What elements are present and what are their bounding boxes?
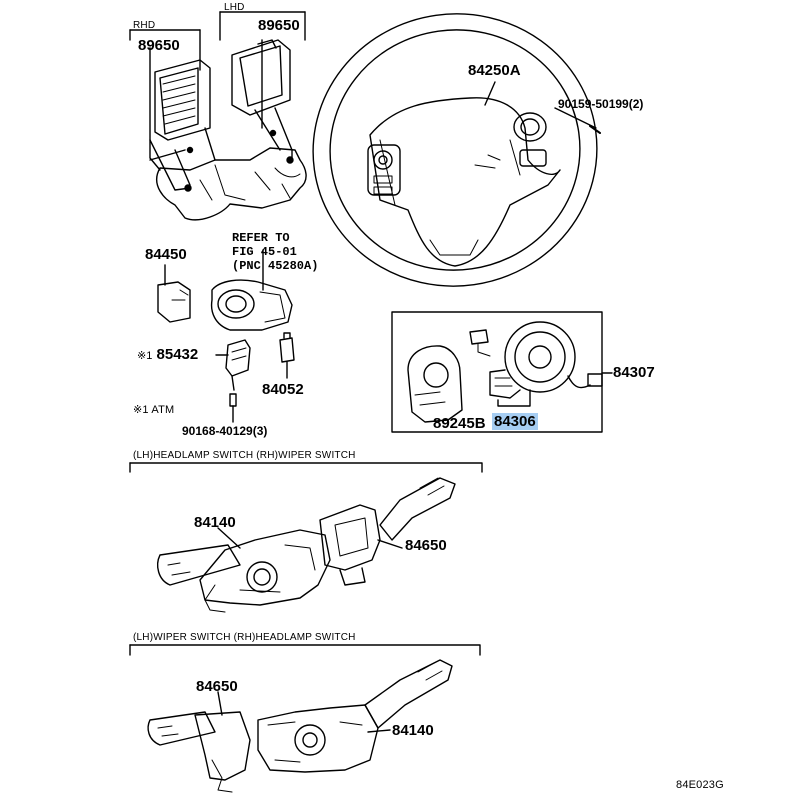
part-84307[interactable]: 84307 <box>613 364 655 381</box>
combination-switch-1-drawing <box>129 462 483 613</box>
part-84140-bottom[interactable]: 84140 <box>392 722 434 739</box>
part-84250A[interactable]: 84250A <box>468 62 521 79</box>
ignition-parts-drawing <box>157 249 295 423</box>
part-84052[interactable]: 84052 <box>262 381 304 398</box>
part-85432-group[interactable]: ※1 85432 <box>137 346 198 365</box>
part-84140-top[interactable]: 84140 <box>194 514 236 531</box>
refer-line-1: REFER TO <box>232 231 290 245</box>
part-90168-40129[interactable]: 90168-40129(3) <box>182 424 268 438</box>
steering-wheel-drawing <box>312 13 601 287</box>
lhd-label: LHD <box>224 2 245 13</box>
part-89650-rhd[interactable]: 89650 <box>138 37 180 54</box>
spiral-cable-drawing <box>391 311 613 433</box>
part-84450[interactable]: 84450 <box>145 246 187 263</box>
part-84650-top[interactable]: 84650 <box>405 537 447 554</box>
part-85432[interactable]: 85432 <box>156 346 199 363</box>
part-84650-bottom[interactable]: 84650 <box>196 678 238 695</box>
refer-line-2: FIG 45-01 <box>232 245 297 259</box>
combination-switch-2-drawing <box>129 644 481 793</box>
section2-title: (LH)WIPER SWITCH (RH)HEADLAMP SWITCH <box>133 632 356 643</box>
part-89650-lhd[interactable]: 89650 <box>258 17 300 34</box>
part-89245B[interactable]: 89245B <box>433 415 486 432</box>
refer-line-3: (PNC 45280A) <box>232 259 319 273</box>
part-90159-50199[interactable]: 90159-50199(2) <box>558 97 644 111</box>
sensor-assembly-drawing <box>129 11 307 221</box>
section1-title: (LH)HEADLAMP SWITCH (RH)WIPER SWITCH <box>133 450 356 461</box>
atm-note: ※1 ATM <box>133 404 175 416</box>
part-84306[interactable]: 84306 <box>492 413 538 431</box>
note-mark: ※1 <box>137 350 153 362</box>
part-84306-highlight: 84306 <box>492 413 538 430</box>
rhd-label: RHD <box>133 20 156 31</box>
figure-code: 84E023G <box>676 779 724 791</box>
